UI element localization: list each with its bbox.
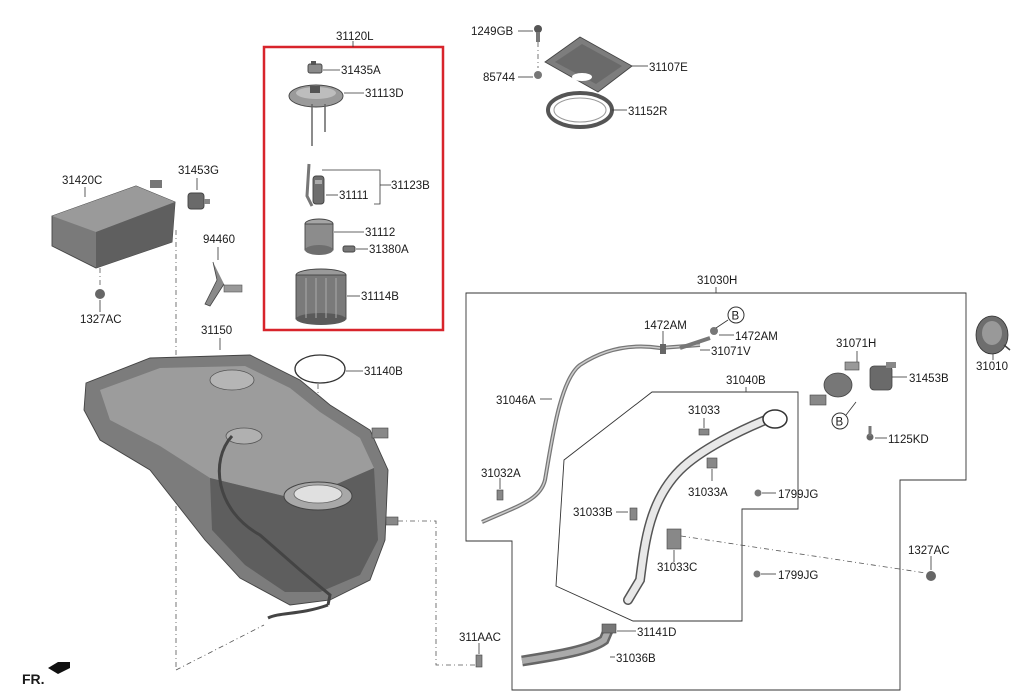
pump-gasket-ring-part[interactable]	[294, 354, 346, 384]
part-label-31453G[interactable]: 31453G	[178, 165, 219, 177]
part-label-31152R[interactable]: 31152R	[628, 106, 667, 118]
callout-b-top[interactable]: B	[727, 306, 745, 324]
bracket-31033C-part[interactable]	[666, 528, 682, 550]
part-label-31033B[interactable]: 31033B	[573, 507, 613, 519]
canister-31420C-part[interactable]	[51, 180, 176, 269]
clamp-1472AM-right-part[interactable]	[710, 327, 718, 335]
bolt-1249GB-part[interactable]	[534, 25, 542, 42]
part-label-31380A[interactable]: 31380A	[369, 244, 409, 256]
vent-hose-31046A-part[interactable]	[481, 343, 701, 524]
canister-valve-31071H-part[interactable]	[809, 361, 860, 406]
part-label-31071H[interactable]: 31071H	[836, 338, 876, 350]
valve-31453G-part[interactable]	[187, 192, 210, 210]
part-label-1125KD[interactable]: 1125KD	[888, 434, 929, 446]
filler-neck-frame	[555, 391, 799, 622]
connector-31032A-part[interactable]	[496, 489, 504, 501]
part-label-31033A[interactable]: 31033A	[688, 487, 728, 499]
part-label-31420C[interactable]: 31420C	[62, 175, 102, 187]
bracket-31033-part[interactable]	[698, 428, 710, 436]
hose-31071V-part[interactable]	[679, 336, 711, 350]
part-label-31107E[interactable]: 31107E	[649, 62, 688, 74]
bolt-1799JG-top-part[interactable]	[754, 489, 762, 497]
part-label-31113D[interactable]: 31113D	[365, 88, 404, 100]
part-label-1327AC-right[interactable]: 1327AC	[908, 545, 950, 557]
fuel-pump-part[interactable]	[305, 163, 325, 207]
front-direction-indicator: FR.	[22, 662, 70, 687]
part-label-31141D[interactable]: 31141D	[637, 627, 676, 639]
sensor-94460-part[interactable]	[204, 261, 243, 307]
filler-assembly-frame	[465, 292, 967, 691]
fitting-311AAC-part[interactable]	[475, 654, 483, 668]
nut-85744-part[interactable]	[534, 71, 542, 79]
clamp-1472AM-left-part[interactable]	[660, 344, 666, 354]
fuel-filter-part[interactable]	[304, 218, 334, 255]
clamp-31141D-part[interactable]	[601, 623, 617, 634]
valve-31453B-part[interactable]	[869, 362, 896, 391]
bolt-1799JG-bottom-part[interactable]	[753, 570, 761, 578]
access-cover-group: 1249GB 85744 31107E 31152R	[471, 25, 688, 129]
part-label-311AAC[interactable]: 311AAC	[459, 632, 501, 644]
part-label-1327AC-left[interactable]: 1327AC	[80, 314, 122, 326]
canister-group: 31420C 1327AC 31453G 94460	[51, 165, 243, 670]
part-label-31030H[interactable]: 31030H	[697, 275, 737, 287]
fuel-tank-31150-part[interactable]	[83, 354, 399, 620]
part-label-31435A[interactable]: 31435A	[341, 65, 381, 77]
bracket-31033A-part[interactable]	[706, 457, 718, 469]
pump-flange-part[interactable]	[288, 84, 344, 146]
fuel-pump-module-group: 31120L 31435A 31113D 31111 31123B	[262, 31, 445, 332]
part-label-31140B[interactable]: 31140B	[364, 366, 403, 378]
fuel-cap-31010-part[interactable]	[975, 315, 1011, 355]
highlight-frame	[262, 45, 445, 332]
front-label: FR.	[22, 671, 45, 687]
fuel-sensor-part[interactable]	[342, 245, 356, 253]
part-label-31114B[interactable]: 31114B	[361, 291, 399, 303]
part-label-31032A[interactable]: 31032A	[481, 468, 521, 480]
part-label-1472AM-right[interactable]: 1472AM	[735, 331, 778, 343]
part-label-31046A[interactable]: 31046A	[496, 395, 536, 407]
part-label-31033[interactable]: 31033	[688, 405, 720, 417]
part-label-31453B[interactable]: 31453B	[909, 373, 949, 385]
part-label-31120L[interactable]: 31120L	[336, 31, 374, 43]
callout-b-top-label: B	[732, 311, 740, 323]
retaining-ring-31152R-part[interactable]	[546, 91, 614, 129]
part-label-1249GB[interactable]: 1249GB	[471, 26, 514, 38]
pump-connector-part[interactable]	[307, 61, 323, 74]
part-label-94460[interactable]: 94460	[203, 234, 235, 246]
part-label-31071V[interactable]: 31071V	[711, 346, 751, 358]
part-label-1472AM-left[interactable]: 1472AM	[644, 320, 687, 332]
part-label-31111[interactable]: 31111	[339, 190, 368, 202]
part-label-31112[interactable]: 31112	[365, 227, 395, 239]
filler-neck-31040B-part[interactable]	[623, 409, 788, 605]
fuel-reservoir-part[interactable]	[295, 268, 347, 325]
bracket-31033B-part[interactable]	[629, 507, 638, 521]
part-label-31033C[interactable]: 31033C	[657, 562, 697, 574]
bolt-1327AC-left-part[interactable]	[95, 289, 105, 299]
part-label-1799JG-bottom[interactable]: 1799JG	[778, 570, 818, 582]
callout-b-bottom[interactable]: B	[831, 412, 849, 430]
front-arrow-icon	[48, 662, 70, 674]
part-label-85744[interactable]: 85744	[483, 72, 516, 84]
part-label-31150[interactable]: 31150	[201, 325, 232, 337]
bolt-1327AC-right-part[interactable]	[926, 571, 936, 581]
part-label-31040B[interactable]: 31040B	[726, 375, 766, 387]
access-cover-plate-part[interactable]	[544, 36, 633, 93]
filler-hose-31036B-part[interactable]	[521, 623, 616, 667]
part-label-31010[interactable]: 31010	[976, 361, 1008, 373]
part-label-31036B[interactable]: 31036B	[616, 653, 656, 665]
callout-b-bottom-label: B	[836, 417, 844, 429]
bolt-1125KD-part[interactable]	[866, 426, 874, 441]
part-label-31123B[interactable]: 31123B	[391, 180, 430, 192]
part-label-1799JG-top[interactable]: 1799JG	[778, 489, 818, 501]
